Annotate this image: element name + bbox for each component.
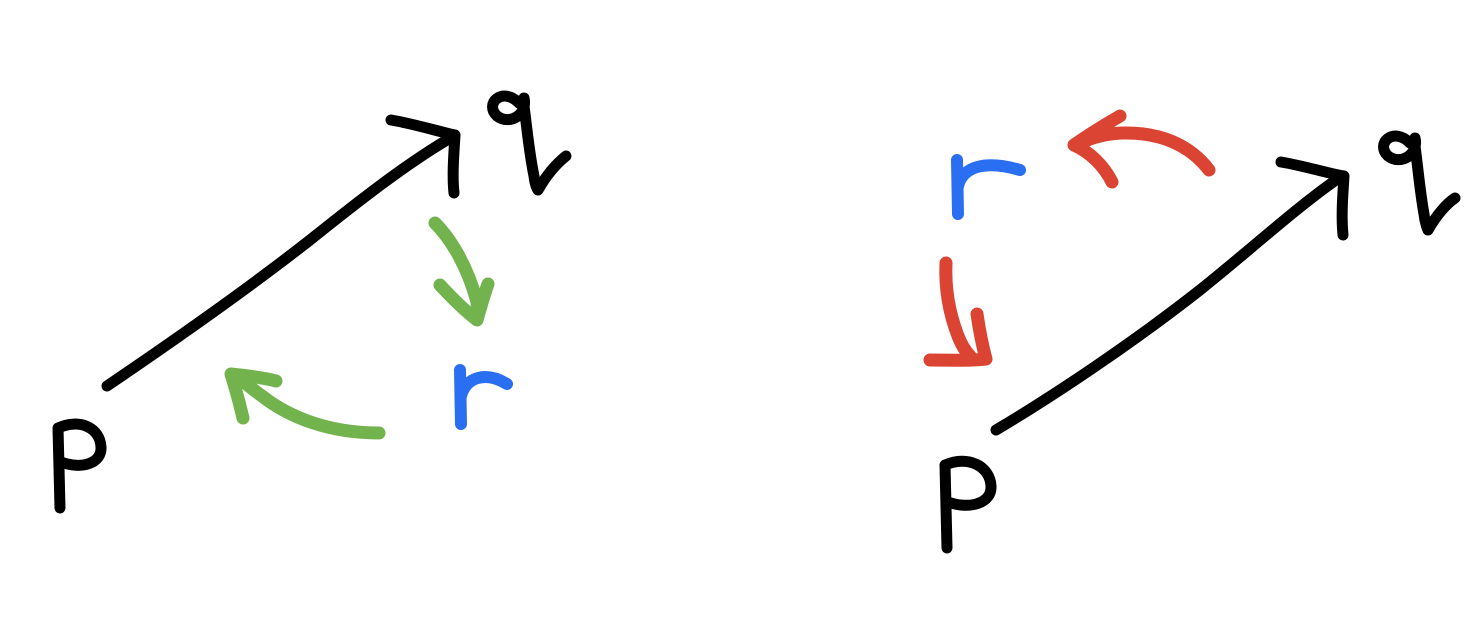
left-arrow-p-to-q-shaft	[101, 134, 453, 392]
right-node-q: q	[1378, 130, 1461, 236]
right-arrow-r-to-p	[923, 256, 993, 367]
left-node-p: p	[52, 418, 107, 514]
right-node-p: p	[939, 455, 997, 554]
left-q-label: q	[500, 129, 501, 131]
left-diagram: p q r	[52, 90, 572, 514]
left-p-glyph	[52, 418, 107, 514]
right-arrow-p-to-q-head	[1275, 156, 1350, 241]
right-arrow-p-to-q	[990, 156, 1350, 436]
right-arrow-q-to-r-head	[1067, 109, 1127, 189]
right-arrow-q-to-r	[1067, 109, 1216, 189]
right-arrow-r-to-p-head	[923, 307, 993, 367]
right-q-glyph	[1378, 130, 1461, 236]
right-p-glyph	[939, 455, 997, 554]
left-node-r: r	[454, 364, 513, 430]
right-node-r: r	[951, 154, 1026, 220]
left-r-glyph	[454, 364, 513, 430]
right-r-glyph	[951, 154, 1026, 220]
right-q-label: q	[1390, 169, 1391, 171]
right-arrow-r-to-p-shaft	[939, 256, 977, 363]
left-arrow-q-to-r	[428, 216, 495, 327]
left-arrow-r-to-p-shaft	[229, 369, 386, 440]
right-arrow-p-to-q-shaft	[990, 174, 1342, 436]
left-arrow-p-to-q-head	[385, 114, 461, 199]
left-node-q: q	[487, 90, 572, 196]
left-arrow-p-to-q	[101, 114, 461, 392]
left-arrow-r-to-p-head	[224, 367, 283, 425]
right-diagram: p q r	[923, 109, 1461, 554]
left-q-glyph	[487, 90, 572, 196]
left-arrow-r-to-p	[224, 367, 386, 440]
left-arrow-q-to-r-head	[433, 277, 495, 327]
